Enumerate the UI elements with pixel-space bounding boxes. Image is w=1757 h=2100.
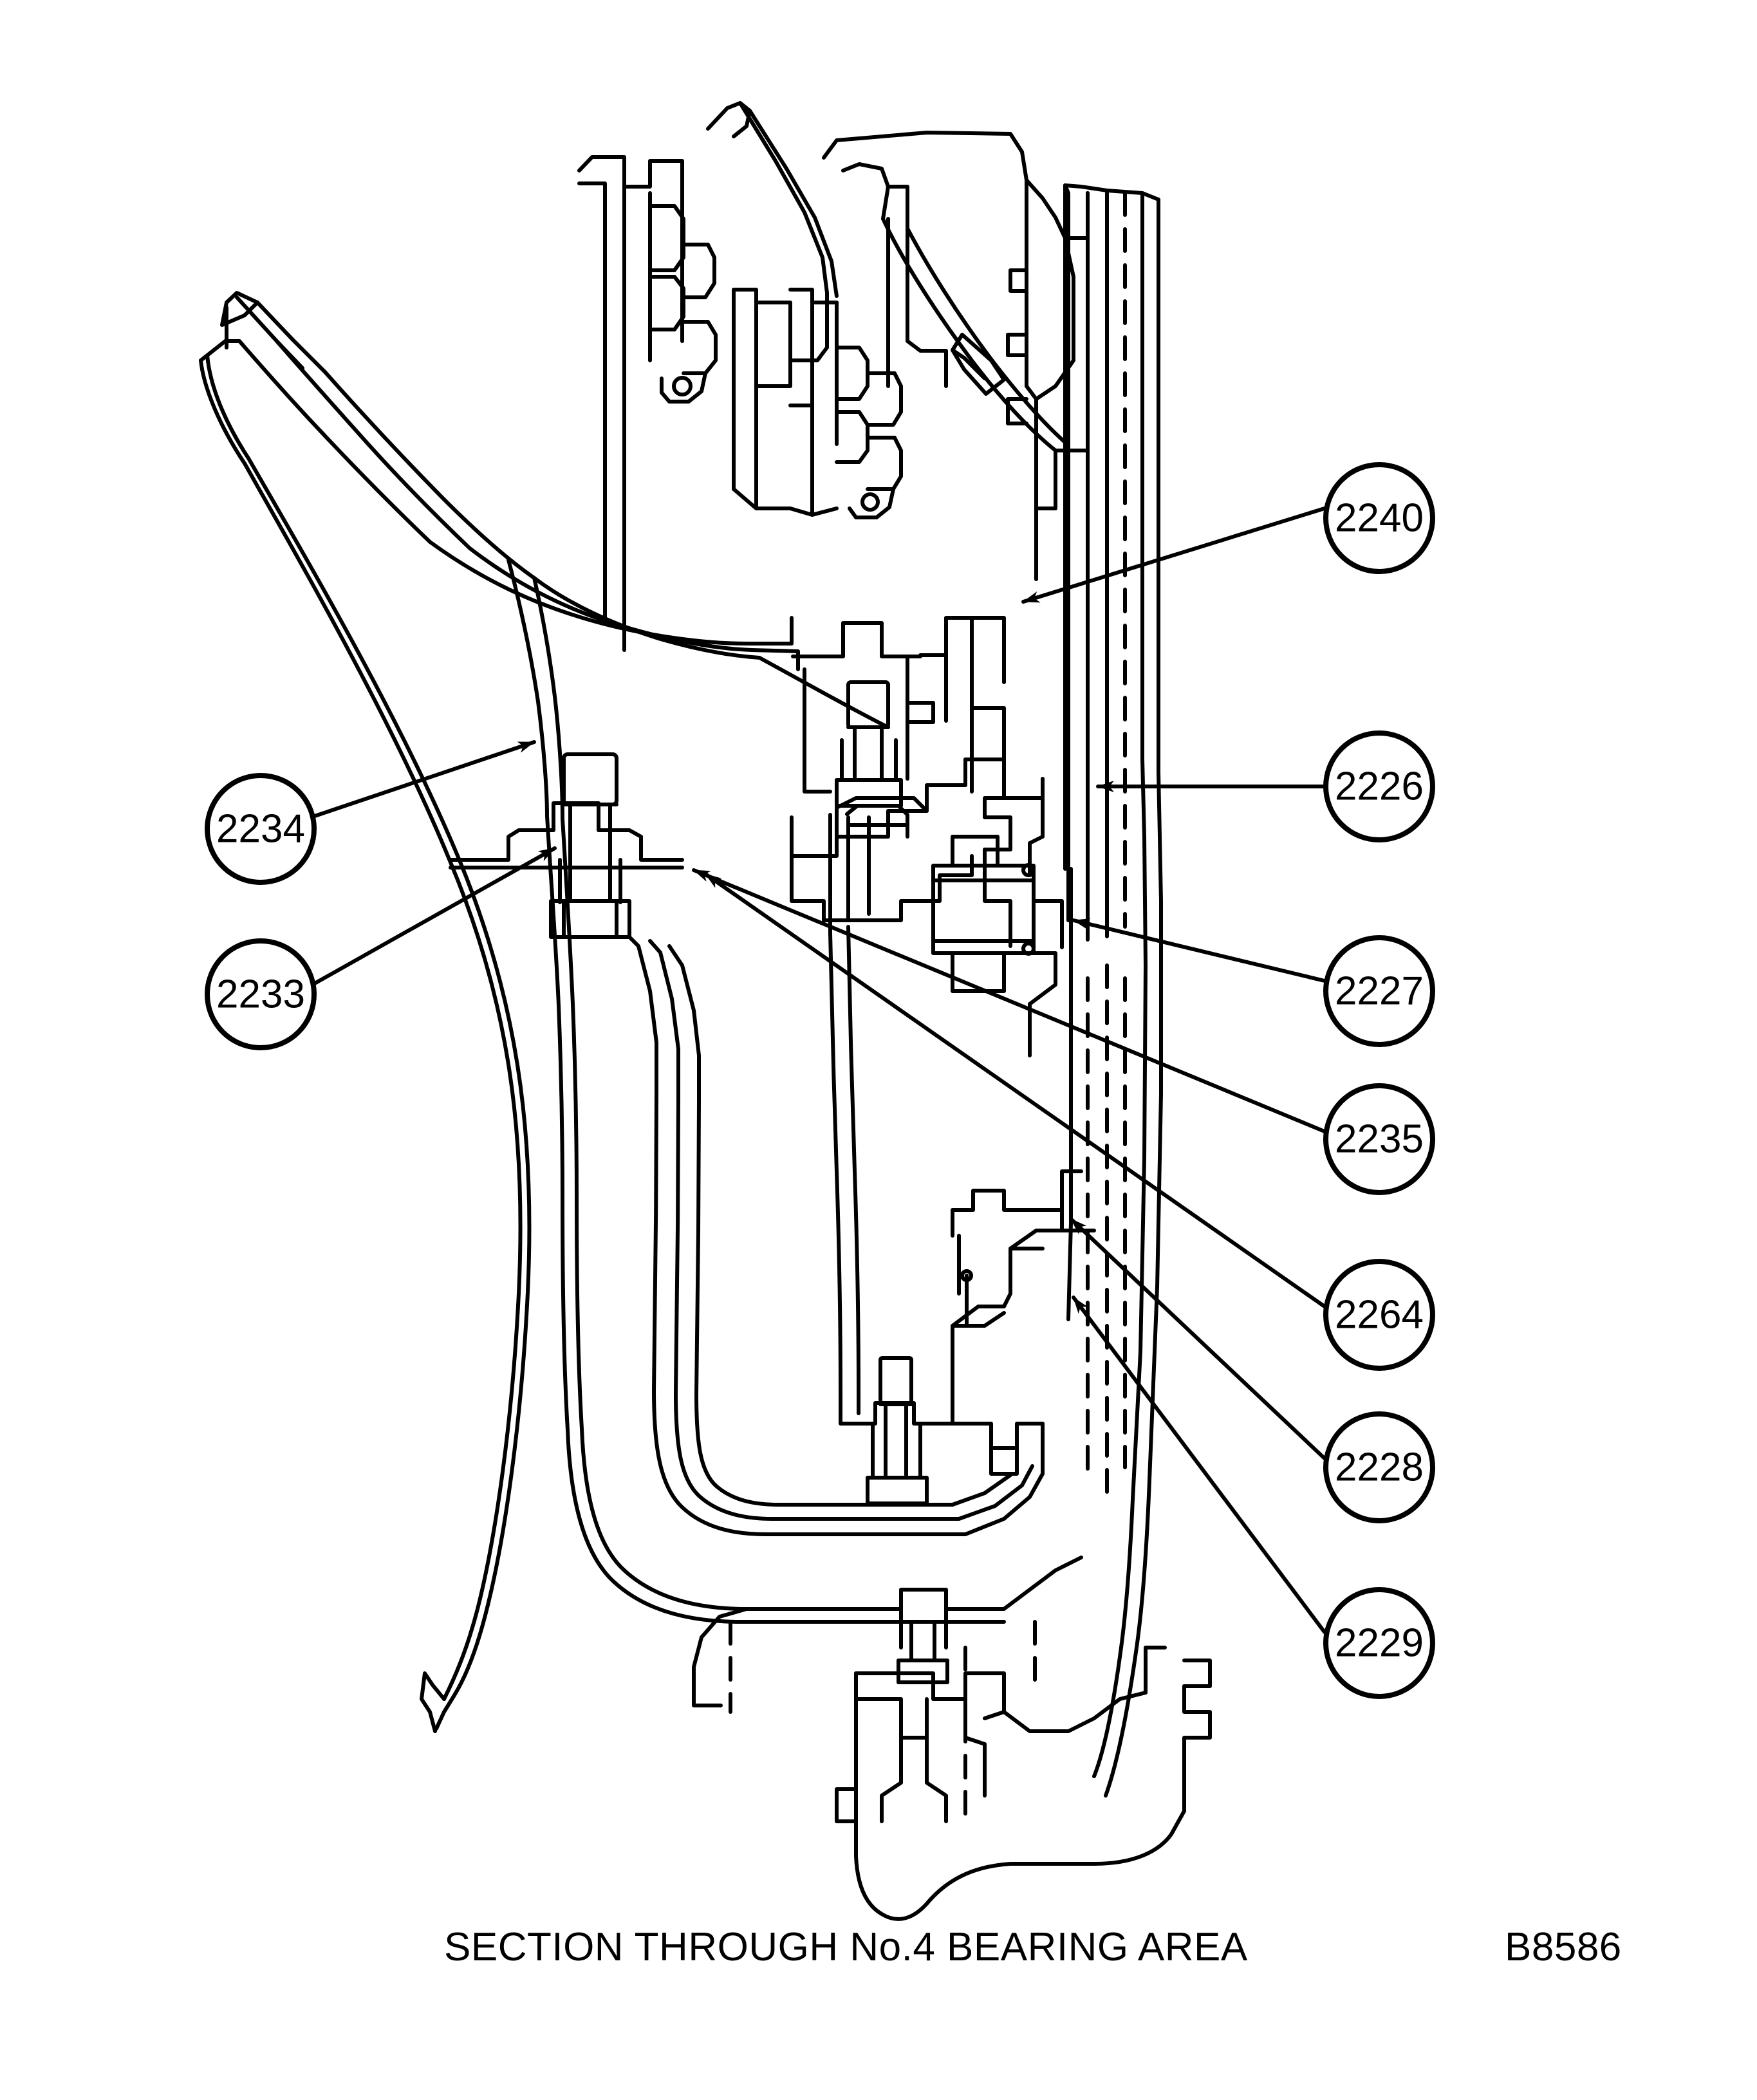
callout-label-2226: 2226 — [1335, 765, 1424, 809]
callout-label-2234: 2234 — [216, 807, 305, 851]
callout-circle-2229 — [1323, 1587, 1435, 1699]
leader-2264 — [703, 872, 1326, 1308]
callout-label-2228: 2228 — [1335, 1445, 1424, 1490]
callout-circle-2227 — [1323, 935, 1435, 1047]
callout-circle-2240 — [1323, 462, 1435, 574]
inlet-vane-assembly — [199, 291, 536, 1733]
callout-label-2264: 2264 — [1335, 1293, 1424, 1337]
callout-circle-2228 — [1323, 1411, 1435, 1523]
shaft-hidden-lines — [729, 191, 1127, 1830]
drawing-reference: B8586 — [1505, 1925, 1622, 1969]
callout-circle-2235 — [1323, 1083, 1435, 1195]
leader-2228 — [1069, 1217, 1326, 1460]
callout-label-2233: 2233 — [216, 972, 305, 1017]
figure-caption: SECTION THROUGH No.4 BEARING AREA — [444, 1925, 1248, 1969]
aft-structure — [835, 1646, 1212, 1921]
leader-2227 — [1072, 918, 1326, 983]
bearing-housing — [745, 616, 1064, 1057]
leader-2240 — [1021, 506, 1326, 604]
callout-bubbles[interactable] — [205, 462, 1435, 1699]
outer-casing-wall-right — [1063, 183, 1163, 1798]
leader-lines-right — [692, 506, 1326, 1634]
leader-2229 — [1072, 1296, 1326, 1634]
caption-row: SECTION THROUGH No.4 BEARING AREA B8586 — [0, 1924, 1757, 2008]
callout-label-2227: 2227 — [1335, 969, 1424, 1014]
forward-frame-body — [428, 540, 761, 939]
callout-label-2229: 2229 — [1335, 1621, 1424, 1666]
callout-circle-2234 — [205, 773, 317, 885]
leader-2233 — [313, 846, 557, 985]
leader-2235 — [692, 868, 1326, 1133]
leader-lines-left — [313, 740, 557, 985]
sump-assembly — [692, 925, 1096, 1707]
callout-numbers: 2234 2233 2240 2226 2227 2235 2264 2228 … — [216, 496, 1424, 1666]
callout-label-2235: 2235 — [1335, 1117, 1424, 1162]
callout-circle-2233 — [205, 938, 317, 1050]
leader-2234 — [313, 740, 536, 818]
callout-circle-2264 — [1323, 1259, 1435, 1371]
callout-label-2240: 2240 — [1335, 496, 1424, 541]
lower-support-cone — [545, 814, 781, 1624]
drawing-linework: 2234 2233 2240 2226 2227 2235 2264 2228 … — [199, 101, 1435, 1921]
upper-disc-assembly — [577, 101, 903, 652]
callout-circle-2226 — [1323, 730, 1435, 842]
